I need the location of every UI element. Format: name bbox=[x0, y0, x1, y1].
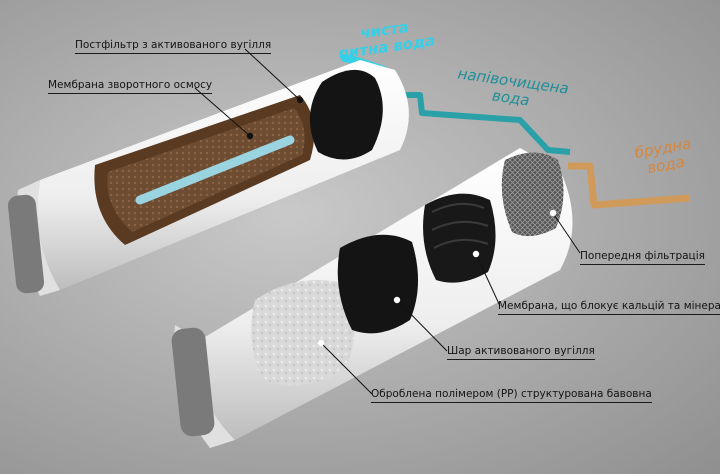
pre-filter-cartridge bbox=[171, 148, 573, 448]
leader-mineral bbox=[475, 253, 501, 307]
leader-prefiltration bbox=[552, 212, 581, 254]
prefiltration-layer bbox=[501, 152, 564, 237]
dot-mineral bbox=[472, 250, 480, 258]
dot-prefiltration bbox=[549, 209, 557, 217]
ro-cartridge bbox=[7, 60, 409, 296]
leader-postfilter bbox=[244, 48, 301, 101]
dot-ro-membrane bbox=[246, 132, 254, 140]
label-prefiltration: Попередня фільтрація bbox=[580, 250, 705, 265]
label-mineral-membrane: Мембрана, що блокує кальцій та мінерали bbox=[498, 300, 720, 315]
dot-postfilter bbox=[296, 96, 304, 104]
leader-pp-cotton bbox=[320, 342, 373, 395]
postfilter-carbon bbox=[309, 69, 383, 160]
dot-pp-cotton bbox=[317, 339, 325, 347]
label-ro-membrane: Мембрана зворотного осмосу bbox=[48, 79, 213, 94]
dirty-water-pipe bbox=[568, 162, 691, 209]
leader-carbon-layer bbox=[396, 299, 448, 352]
mineral-membrane-layer bbox=[423, 193, 496, 283]
pp-cotton-layer bbox=[251, 280, 355, 386]
dot-carbon-layer bbox=[393, 296, 401, 304]
label-carbon-layer: Шар активованого вугілля bbox=[447, 345, 595, 360]
carbon-layer bbox=[337, 234, 419, 334]
label-postfilter: Постфільтр з активованого вугілля bbox=[75, 39, 272, 54]
leader-ro-membrane bbox=[194, 87, 251, 137]
semi-water-pipe bbox=[388, 92, 571, 155]
label-pp-cotton: Оброблена полімером (PP) структурована б… bbox=[371, 388, 652, 403]
